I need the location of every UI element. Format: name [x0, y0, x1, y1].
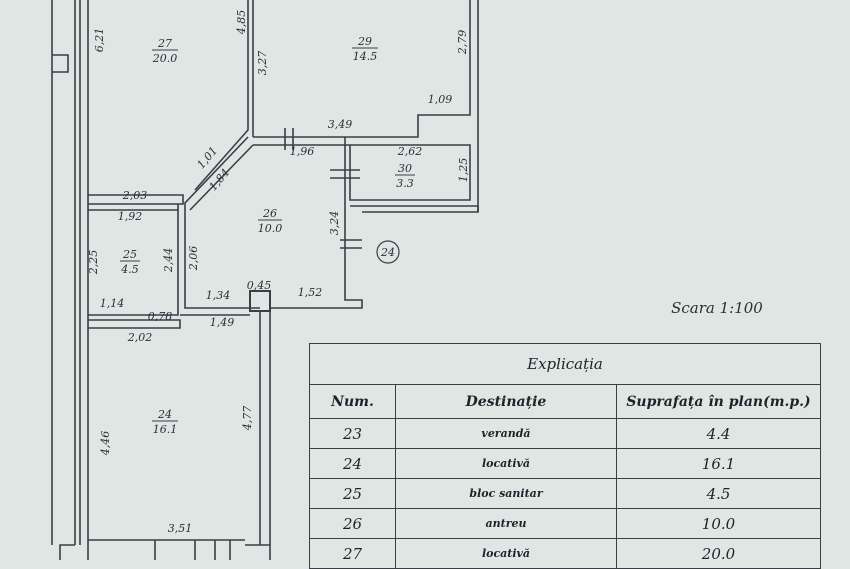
room-30-num: 30 — [398, 162, 412, 175]
room-27-num: 27 — [157, 37, 172, 50]
dim-label: 1,96 — [290, 145, 315, 158]
row-area: 10.0 — [616, 508, 821, 539]
row-num: 27 — [309, 538, 396, 569]
dim-label: 1,01 — [194, 144, 220, 171]
outer-wall-notch — [52, 54, 69, 73]
room-26-num: 26 — [262, 207, 277, 220]
legend-header-row: Num. Destinație Suprafața în plan(m.p.) — [309, 384, 821, 419]
row-area: 20.0 — [616, 538, 821, 569]
bottom-window — [88, 539, 245, 560]
room-29-num: 29 — [357, 35, 372, 48]
dim-label: 1,09 — [428, 93, 453, 106]
room-29-walls — [253, 0, 479, 212]
row-dest: verandă — [395, 418, 617, 449]
dim-label: 3,27 — [256, 51, 269, 76]
table-row: 26 antreu 10.0 — [309, 508, 821, 539]
row-area: 16.1 — [616, 448, 821, 479]
room-24-right-wall — [259, 311, 271, 545]
row-num: 26 — [309, 508, 396, 539]
table-row: 27 locativă 20.0 — [309, 538, 821, 569]
room-30-walls — [344, 137, 479, 213]
table-row: 25 bloc sanitar 4.5 — [309, 478, 821, 509]
dim-label: 1,34 — [206, 289, 231, 302]
room-24-top — [88, 314, 250, 329]
dim-label: 4,46 — [99, 431, 112, 457]
dim-label: 6,21 — [93, 28, 106, 53]
row-dest: locativă — [395, 538, 617, 569]
dim-label: 2,02 — [127, 331, 153, 344]
room-labels: 27 20.0 29 14.5 30 3.3 26 10.0 25 4.5 24… — [120, 35, 415, 436]
dim-label: 0,45 — [247, 279, 272, 292]
walls — [51, 0, 479, 560]
legend-header-num: Num. — [309, 384, 396, 419]
room-24-num: 24 — [157, 408, 172, 421]
dim-label: 4,85 — [235, 10, 248, 36]
room-29-area: 14.5 — [353, 50, 378, 63]
plan-ref-circle — [376, 240, 400, 264]
room-25-num: 25 — [122, 248, 137, 261]
room-26-area: 10.0 — [258, 222, 283, 235]
row-num: 23 — [309, 418, 396, 449]
dim-label: 3,49 — [328, 118, 353, 131]
dim-label: 2,06 — [187, 246, 200, 272]
dim-label: 4,77 — [241, 406, 254, 432]
diagonal-inner — [189, 144, 254, 211]
row-dest: bloc sanitar — [395, 478, 617, 509]
dim-label: 2,44 — [162, 248, 175, 274]
dim-label: 1,52 — [298, 286, 323, 299]
row-num: 25 — [309, 478, 396, 509]
room-25-walls — [88, 204, 179, 316]
dim-label: 2,25 — [87, 250, 100, 276]
dim-label: 0,78 — [148, 310, 173, 323]
door-ticks — [284, 128, 362, 249]
room-27-right-wall — [194, 0, 254, 191]
dim-label: 1,25 — [457, 158, 470, 183]
dim-label: 1,49 — [210, 316, 235, 329]
dim-label: 3,24 — [328, 211, 341, 236]
room-27-walls — [87, 0, 184, 560]
dim-label: 1,14 — [100, 297, 125, 310]
room-26-walls — [184, 136, 363, 309]
room-30-area: 3.3 — [396, 177, 414, 190]
room-27-area: 20.0 — [152, 52, 178, 65]
legend-caption-row: Explicația — [309, 343, 821, 385]
row-num: 24 — [309, 448, 396, 479]
row-dest: antreu — [395, 508, 617, 539]
dim-label: 2,62 — [397, 145, 423, 158]
row-area: 4.4 — [616, 418, 821, 449]
table-row: 23 verandă 4.4 — [309, 418, 821, 449]
table-row: 24 locativă 16.1 — [309, 448, 821, 479]
outer-wall-bottom — [59, 544, 271, 560]
dim-label: 2,03 — [122, 189, 148, 202]
room-25-area: 4.5 — [120, 263, 139, 276]
row-area: 4.5 — [616, 478, 821, 509]
scale-label: Scara 1:100 — [671, 299, 763, 317]
plan-ref-label: 24 — [380, 246, 395, 259]
row-dest: locativă — [395, 448, 617, 479]
legend-header-dest: Destinație — [395, 384, 617, 419]
legend-table: Explicația Num. Destinație Suprafața în … — [309, 343, 821, 569]
room-24-area: 16.1 — [153, 423, 178, 436]
dim-label: 3,51 — [168, 522, 193, 535]
dim-label: 1,92 — [118, 210, 143, 223]
legend-header-area: Suprafața în plan(m.p.) — [616, 384, 821, 419]
legend-caption: Explicația — [309, 343, 821, 385]
dim-label: 2,79 — [456, 30, 469, 56]
